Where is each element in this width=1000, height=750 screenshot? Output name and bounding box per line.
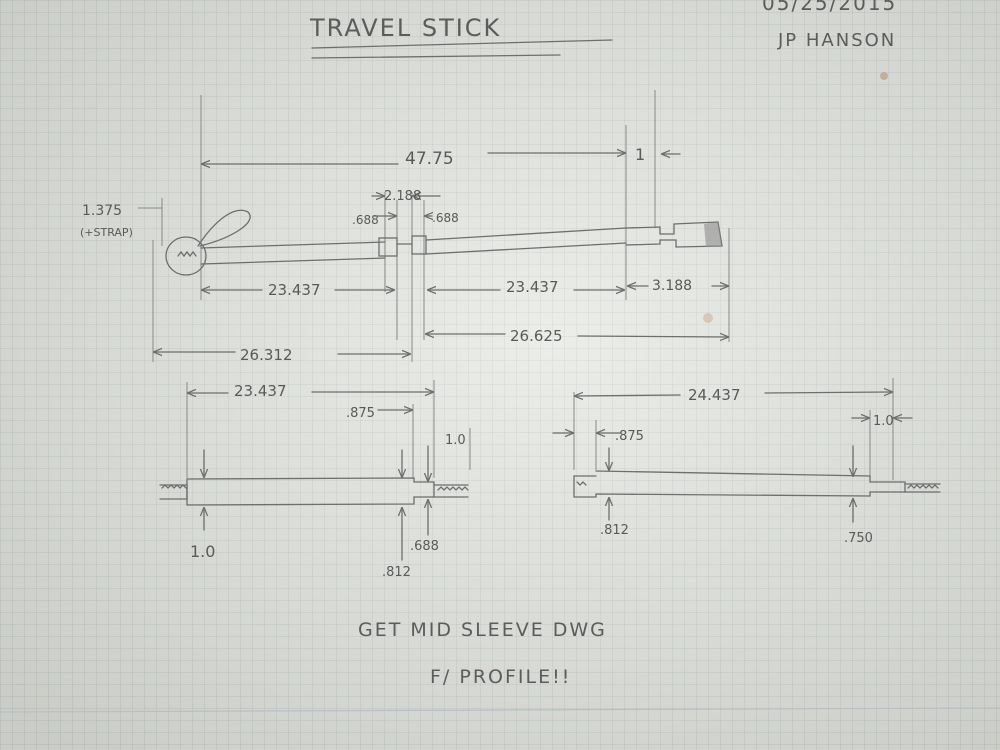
detail-l-tenon-label: 1.0 (445, 433, 466, 448)
wrist-strap (197, 209, 251, 247)
title-underline-1 (311, 39, 613, 49)
detail-l-stud-left (159, 484, 188, 500)
detail-right-section: 24.437 .875 1.0 .812 .750 (552, 378, 941, 546)
detail-r-left-dia-label: .812 (600, 523, 629, 538)
dim-tip-label: 3.188 (652, 278, 692, 294)
assembly-view: 47.75 1 2.188 .688 .688 1.375 (+STRAP) 2… (80, 90, 730, 364)
handle-thread (177, 250, 197, 258)
drawing-author: JP HANSON (777, 30, 896, 51)
detail-l-length-label: 23.437 (234, 382, 287, 400)
dim-end-gap-label: 1 (635, 145, 645, 164)
detail-l-thread-left (161, 484, 187, 489)
detail-l-neck-label: .812 (382, 565, 411, 580)
detail-r-len-arrow-l (575, 395, 681, 396)
detail-l-thread-right (437, 486, 469, 491)
dim-right-overall-arrow-r (577, 336, 728, 337)
note-line-2: F/ PROFILE!! (430, 666, 571, 688)
paper-stain (703, 313, 713, 323)
drawing-title: TRAVEL STICK (309, 14, 501, 42)
detail-l-shoulder-label: .875 (346, 406, 375, 421)
dim-left-overall-label: 26.312 (240, 346, 293, 364)
dim-handle-label: 1.375 (82, 203, 122, 219)
joint-collar-right (411, 235, 427, 255)
joint-collar-left (378, 237, 398, 257)
dim-joint-left-label: .688 (352, 213, 379, 227)
paper-spot (880, 72, 888, 80)
detail-r-right-dia-label: .750 (844, 531, 873, 546)
note-line-1: GET MID SLEEVE DWG (358, 619, 607, 641)
detail-left-section: 23.437 .875 1.0 1.0 .812 .688 (159, 380, 471, 580)
shaft-right-top (425, 227, 627, 241)
shaft-right-bottom (425, 242, 627, 255)
dim-joint-right-label: .688 (432, 211, 459, 225)
detail-r-shoulder-label: .875 (615, 429, 644, 444)
drawing-date: 05/25/2015 (762, 0, 897, 15)
shaft-left-top (200, 241, 386, 249)
detail-l-body-label: 1.0 (190, 542, 215, 561)
detail-r-thread (907, 484, 939, 489)
handle-knob (165, 236, 207, 276)
dim-joint-label: 2.188 (384, 189, 421, 204)
detail-r-stud (904, 483, 941, 493)
detail-r-socket (576, 481, 587, 486)
detail-l-stud-right (433, 484, 469, 498)
detail-l-tenon-len-label: .688 (410, 539, 439, 554)
dim-handle-note: (+STRAP) (80, 226, 133, 239)
dim-right-overall-label: 26.625 (510, 327, 563, 345)
shaft-left-bottom (200, 257, 386, 265)
dim-left-section-label: 23.437 (268, 281, 321, 299)
rubber-tip (704, 222, 722, 247)
title-underline-2 (311, 54, 561, 59)
dim-overall-label: 47.75 (405, 149, 454, 169)
detail-r-shaft (573, 470, 906, 498)
detail-r-tip-label: 1.0 (873, 414, 894, 429)
dim-right-section-label: 23.437 (506, 278, 559, 296)
paper-edge (0, 707, 1000, 713)
detail-r-length-label: 24.437 (688, 386, 741, 404)
detail-r-len-arrow-r (764, 392, 892, 393)
detail-l-shaft (186, 477, 435, 506)
